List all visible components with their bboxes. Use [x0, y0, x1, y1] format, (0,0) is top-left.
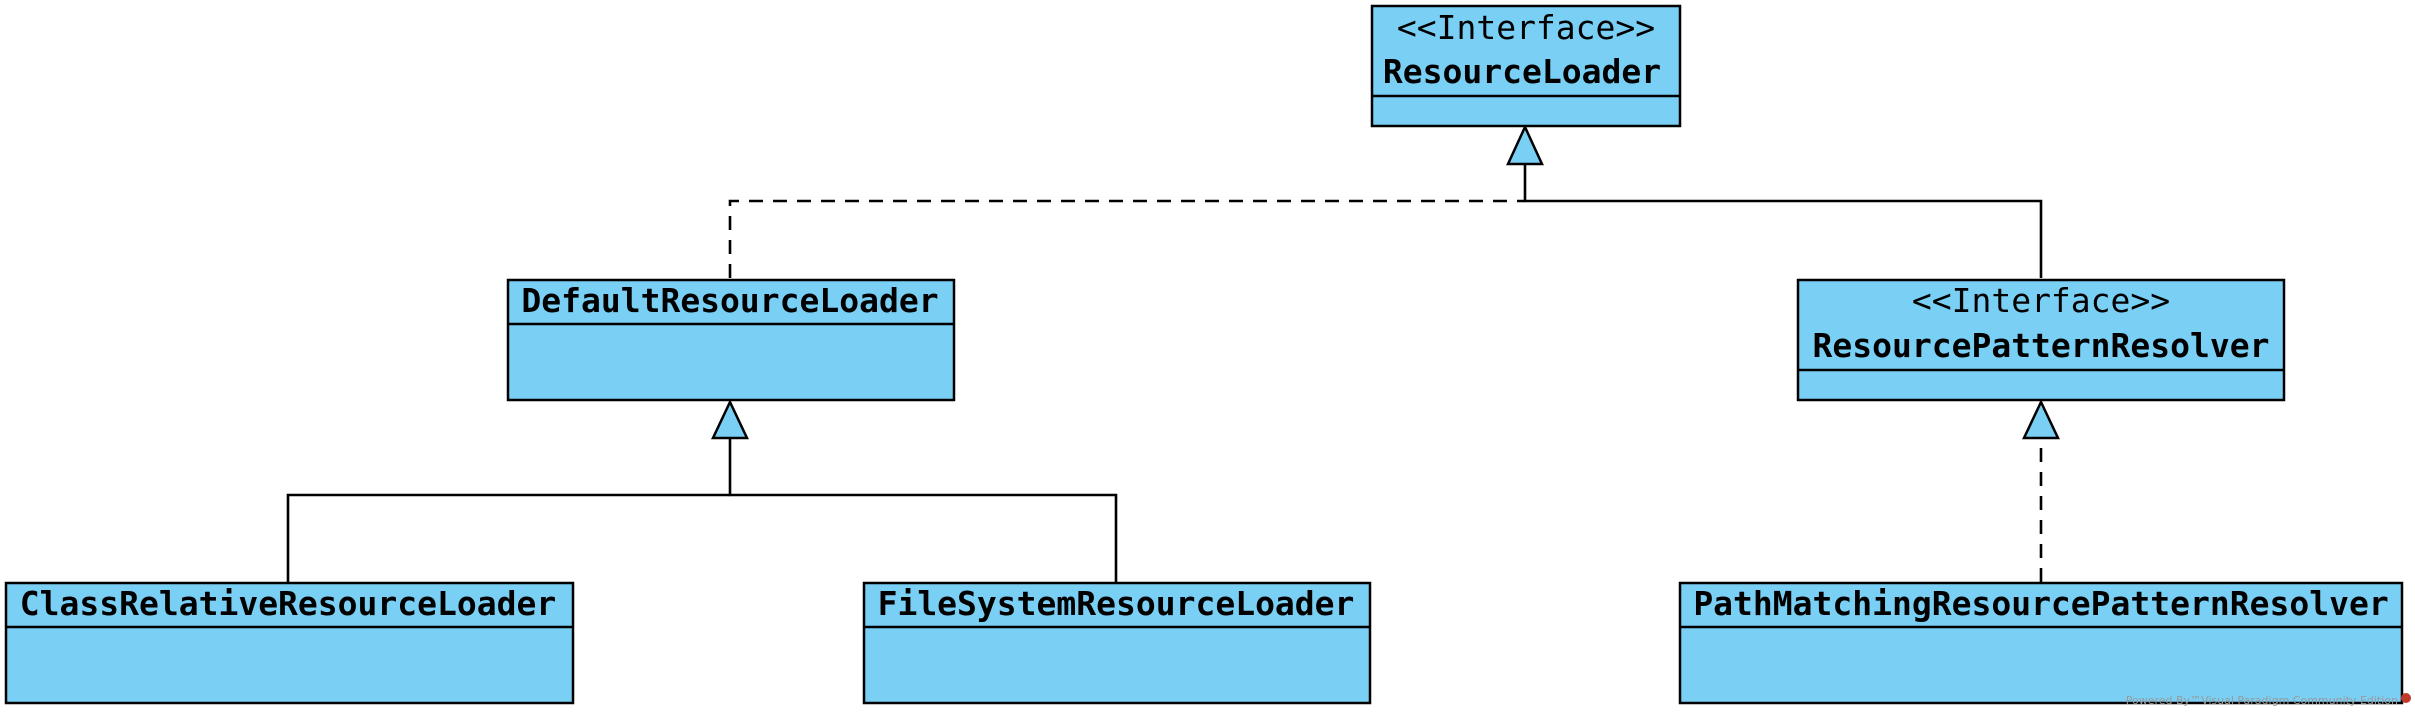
class-stereotype: <<Interface>>: [1397, 8, 1655, 47]
class-classrelativeresourceloader[interactable]: ClassRelativeResourceLoader: [4, 581, 575, 705]
class-box: [1678, 581, 2404, 705]
edge-filesystemresourceloader-to-defaultresourceloader: [728, 438, 1118, 582]
watermark-text: Powered By™Visual Paradigm Community Edi…: [2126, 694, 2398, 707]
class-name: FileSystemResourceLoader: [878, 584, 1355, 623]
class-box: [1370, 4, 1682, 128]
class-resourceloader[interactable]: <<Interface>> ResourceLoader: [1370, 4, 1682, 128]
class-box: [1796, 278, 2286, 402]
class-resourcepatternresolver[interactable]: <<Interface>> ResourcePatternResolver: [1796, 278, 2286, 402]
resourceloader-inheritance-arrowhead: [1506, 124, 1544, 166]
edge-defaultresourceloader-to-resourceloader: [728, 199, 1525, 278]
class-name: PathMatchingResourcePatternResolver: [1693, 584, 2388, 623]
class-box: [862, 581, 1372, 705]
class-name: DefaultResourceLoader: [521, 281, 938, 320]
resourcepatternresolver-realization-arrowhead: [2022, 399, 2060, 440]
class-stereotype: <<Interface>>: [1912, 281, 2170, 320]
class-pathmatchingresourcepatternresolver[interactable]: PathMatchingResourcePatternResolver: [1678, 581, 2404, 705]
class-name: ResourceLoader: [1383, 52, 1661, 91]
edge-classrelativeresourceloader-to-defaultresourceloader: [286, 493, 730, 582]
class-filesystemresourceloader[interactable]: FileSystemResourceLoader: [862, 581, 1372, 705]
defaultresourceloader-inheritance-arrowhead: [711, 399, 749, 440]
edge-resourcepatternresolver-to-resourceloader: [1523, 164, 2043, 278]
class-name: ResourcePatternResolver: [1813, 326, 2270, 365]
class-box: [4, 581, 575, 705]
class-box: [506, 278, 956, 402]
visual-paradigm-logo-icon: [2401, 693, 2411, 703]
class-defaultresourceloader[interactable]: DefaultResourceLoader: [506, 278, 956, 402]
class-name: ClassRelativeResourceLoader: [20, 584, 556, 623]
